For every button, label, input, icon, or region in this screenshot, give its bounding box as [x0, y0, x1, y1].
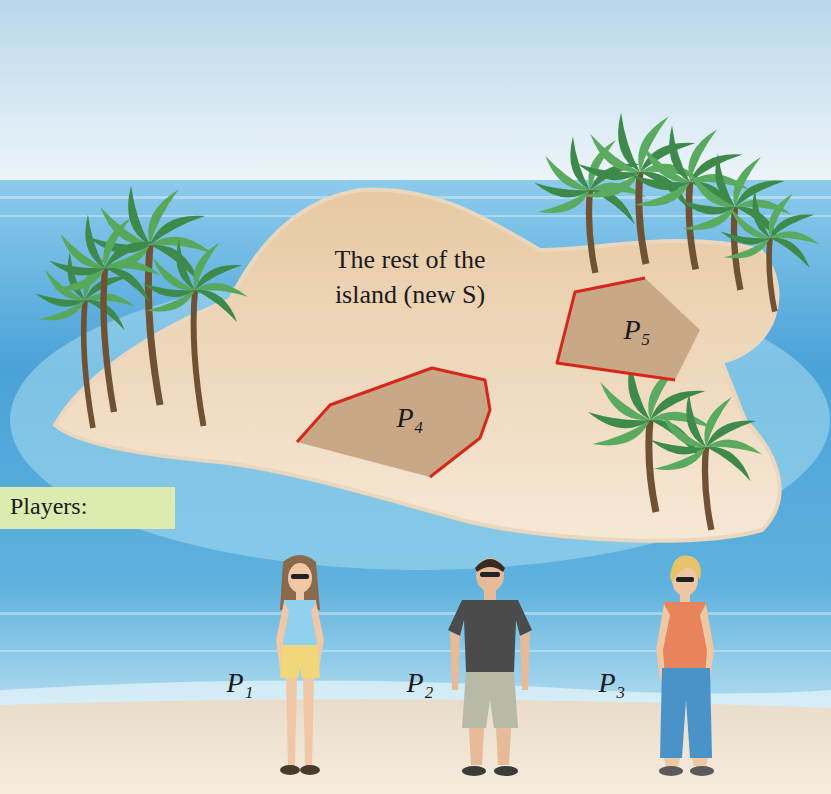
plot-label: P₄ [397, 402, 424, 434]
plot-region: P₄ [293, 363, 493, 481]
player-label: P₁ [227, 667, 254, 699]
sea [0, 180, 831, 720]
plot-label: P₅ [624, 314, 651, 346]
region-label: The rest of the island (new S) [330, 242, 490, 312]
player-label: P₃ [599, 667, 626, 699]
plot-region: P₅ [553, 274, 704, 384]
player-figure [448, 558, 532, 776]
players-heading: Players: [0, 487, 175, 529]
plot-region-shape [293, 363, 493, 481]
player-label: P₂ [407, 667, 434, 699]
palm-trees [35, 111, 819, 530]
player-figure [656, 555, 714, 776]
player-figure [276, 555, 324, 775]
